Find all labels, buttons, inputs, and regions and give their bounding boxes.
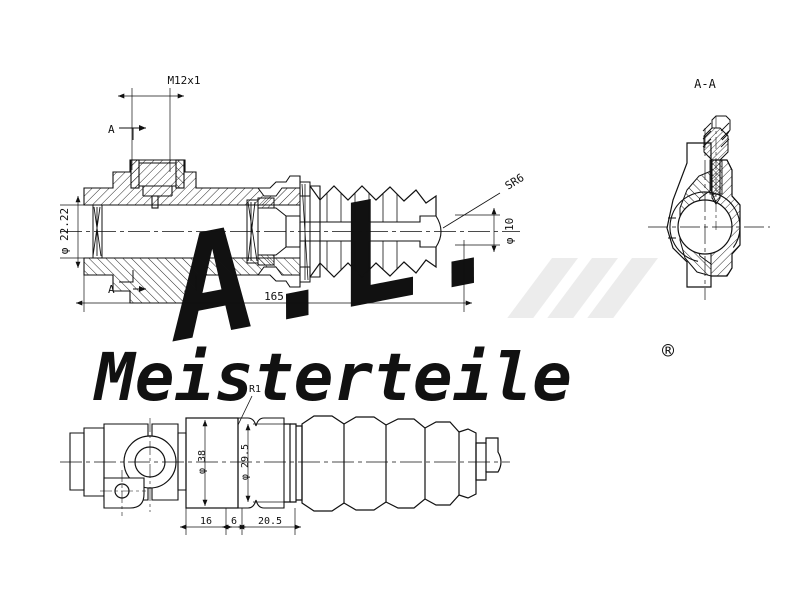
label-dim-16: 16 bbox=[200, 516, 212, 527]
dim-thread-m12 bbox=[118, 88, 184, 172]
bore-outer-arc-aa bbox=[669, 191, 741, 263]
label-body-diameter: φ 38 bbox=[197, 450, 208, 474]
label-section-a-top: A bbox=[108, 123, 115, 136]
bore-lines bbox=[102, 204, 247, 259]
end-cap bbox=[69, 432, 85, 491]
boot-conv-5 bbox=[458, 428, 477, 499]
watermark-logo-mark bbox=[507, 258, 658, 318]
label-dim-20-5: 20.5 bbox=[258, 516, 282, 527]
label-fillet-radius: R1 bbox=[249, 384, 261, 395]
dim-chain-bottom bbox=[180, 508, 301, 535]
label-thread-m12: M12x1 bbox=[167, 74, 200, 87]
boot-bottom-outline bbox=[301, 415, 345, 512]
boot-conv-3 bbox=[385, 418, 426, 509]
dim-rod-diameter bbox=[455, 208, 500, 252]
view-bottom-external bbox=[60, 395, 510, 535]
watermark-trademark-icon: ® bbox=[662, 339, 675, 363]
boot-conv-4 bbox=[424, 421, 460, 506]
label-bore-diameter: φ 22.22 bbox=[58, 208, 71, 254]
port-boss bbox=[130, 159, 185, 209]
view-section-aa bbox=[648, 115, 770, 300]
label-collar-diameter: φ 29.5 bbox=[240, 444, 251, 480]
dim-collar-diameter bbox=[245, 423, 286, 503]
section-marker-a-top bbox=[119, 125, 146, 140]
rod-end-tip bbox=[475, 437, 502, 481]
boot-retainer bbox=[299, 181, 311, 283]
boot-conv-2 bbox=[343, 416, 387, 511]
watermark-brand: Meisterteile bbox=[93, 339, 572, 416]
label-tip-radius: SR6 bbox=[503, 171, 527, 193]
label-section-a-bottom: A bbox=[108, 283, 115, 296]
cylinder-body-bottom bbox=[177, 432, 187, 491]
boot-accordion-lower bbox=[309, 247, 437, 278]
body-section-1 bbox=[185, 417, 239, 509]
label-dim-6: 6 bbox=[231, 516, 237, 527]
label-rod-diameter: φ 10 bbox=[503, 218, 516, 245]
label-overall-length: 165 bbox=[264, 290, 284, 303]
leader-fillet-radius bbox=[237, 395, 253, 426]
boot-accordion-upper bbox=[309, 185, 437, 216]
view-top-section bbox=[60, 88, 520, 312]
boot-ribs bbox=[326, 193, 398, 270]
leader-tip-radius bbox=[442, 192, 501, 229]
boot-clamp-rings bbox=[284, 423, 303, 503]
bleed-screw-aa bbox=[702, 115, 731, 230]
label-section-aa-title: A-A bbox=[694, 77, 716, 91]
body-section-2 bbox=[237, 417, 285, 509]
clamp-slot-aa bbox=[668, 217, 676, 239]
cylinder-body-lower bbox=[83, 232, 321, 304]
